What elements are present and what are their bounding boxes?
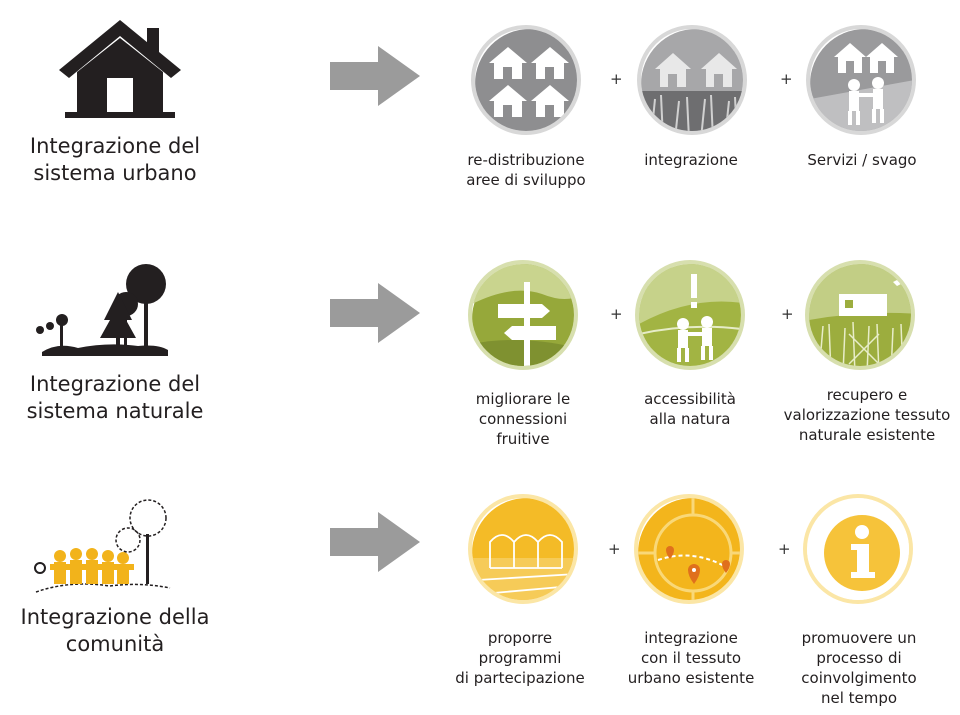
- natural-fabric-icon: [805, 260, 915, 370]
- house-children-icon: [806, 25, 916, 135]
- item-label: integrazione: [644, 151, 738, 169]
- plus-sign: +: [780, 70, 793, 88]
- arrow-icon: [330, 283, 420, 343]
- plus-sign: +: [610, 305, 623, 323]
- plus-sign: +: [778, 540, 791, 558]
- arrow-icon: [330, 46, 420, 106]
- houses-icon: [471, 25, 581, 135]
- item-label: recupero e valorizzazione tessuto natura…: [783, 386, 951, 444]
- nature-icon: [36, 264, 168, 356]
- houses-meadow-icon: [637, 25, 747, 135]
- map-pin-icon: [634, 494, 744, 604]
- category-label-community: Integrazione della comunità: [20, 605, 210, 656]
- item-label: re-distribuzione aree di sviluppo: [466, 151, 586, 189]
- category-label-urban: Integrazione del sistema urbano: [29, 134, 201, 185]
- house-icon: [59, 20, 181, 118]
- plus-sign: +: [781, 305, 794, 323]
- signpost-icon: [468, 260, 578, 370]
- plus-sign: +: [610, 70, 623, 88]
- item-label: integrazione con il tessuto urbano esist…: [627, 629, 755, 687]
- category-label-nature: Integrazione del sistema naturale: [26, 372, 204, 423]
- item-label: proporre programmi di partecipazione: [455, 629, 585, 687]
- item-label: promuovere un processo di coinvolgimento…: [801, 629, 917, 707]
- greenhouse-icon: [468, 494, 578, 604]
- item-label: migliorare le connessioni fruitive: [475, 390, 571, 448]
- plus-sign: +: [608, 540, 621, 558]
- item-label: accessibilità alla natura: [644, 390, 736, 428]
- children-nature-icon: [635, 260, 745, 370]
- info-icon: [803, 494, 913, 604]
- arrow-icon: [330, 512, 420, 572]
- community-icon: [34, 499, 171, 593]
- item-label: Servizi / svago: [807, 151, 917, 169]
